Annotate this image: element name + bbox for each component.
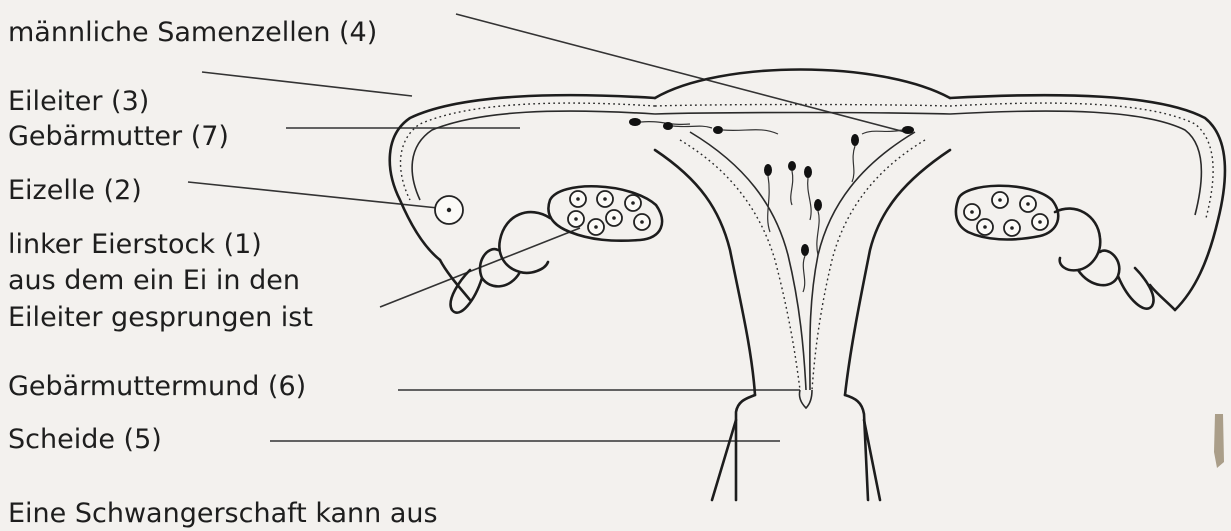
uterus-right-inner: [810, 132, 915, 390]
uterus-right-hatch: [812, 140, 925, 390]
uterus-left-inner: [690, 132, 806, 390]
right-ovary: [956, 186, 1058, 240]
left-fimbriae: [451, 212, 550, 313]
vagina-left: [712, 420, 736, 500]
uterus-left-wall: [655, 150, 755, 395]
left-tube-end: [440, 260, 470, 300]
page-edge-mark: [1211, 412, 1227, 470]
cervix-left: [736, 395, 755, 500]
right-tube-hatch: [950, 103, 1213, 218]
leader-samenzellen: [456, 14, 905, 132]
sperm-icon: [629, 118, 690, 126]
fundus-dome: [655, 70, 950, 99]
right-fimbriae: [1055, 209, 1154, 309]
sperm-icon: [663, 122, 712, 130]
left-tube-hatch: [401, 103, 655, 200]
sperm-group: [629, 118, 914, 292]
uterus-body: [655, 132, 950, 500]
uterus-left-hatch: [680, 140, 800, 390]
leader-lines: [188, 14, 905, 441]
uterus-top-inner: [655, 113, 950, 115]
right-tube-outer: [950, 95, 1225, 310]
sperm-icon: [764, 164, 772, 232]
left-ovary: [548, 186, 662, 240]
sperm-icon: [713, 126, 778, 134]
cervix-right: [845, 395, 868, 500]
sperm-icon: [804, 166, 812, 220]
uterus-right-wall: [845, 150, 950, 395]
cervical-canal: [799, 390, 812, 408]
right-tube-inner: [950, 111, 1201, 215]
sperm-icon: [851, 134, 859, 182]
leader-eileiter: [202, 72, 412, 96]
sperm-icon: [788, 161, 796, 205]
left-tube-inner: [412, 111, 655, 200]
left-tube-outer: [390, 95, 655, 260]
sperm-icon: [801, 244, 809, 292]
